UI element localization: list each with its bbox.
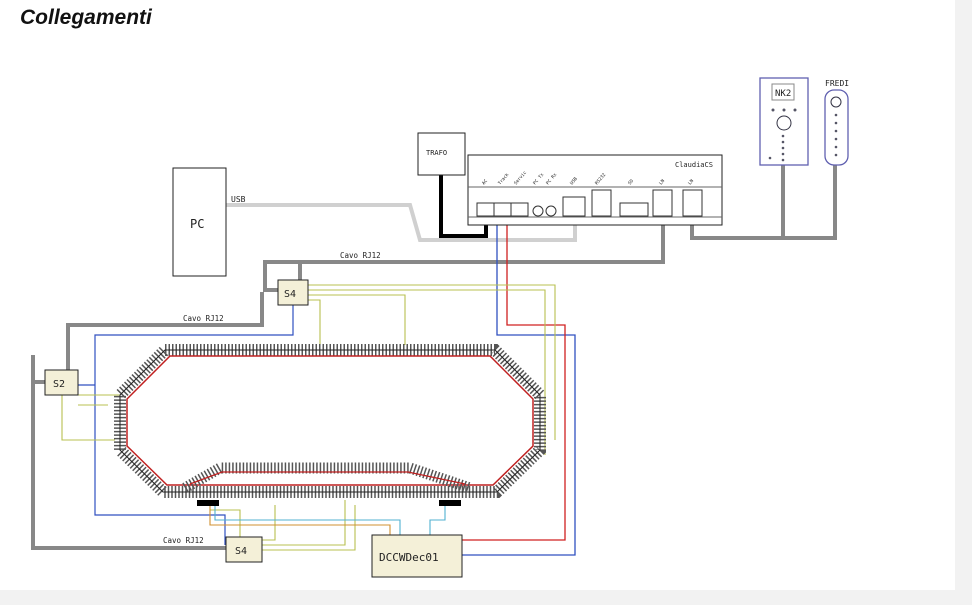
- track-loop: [114, 344, 546, 498]
- svg-text:LN: LN: [687, 178, 695, 186]
- nk2-throttle: NK2: [759, 77, 809, 166]
- s4-top-box: [277, 279, 309, 306]
- pc-label: PC: [190, 217, 204, 231]
- loconet-cable-left: [66, 292, 264, 372]
- cable-label-bottom: Cavo RJ12: [163, 536, 204, 545]
- svg-text:DCCWDec01: DCCWDec01: [379, 551, 439, 564]
- loconet-cable-top: [263, 212, 665, 292]
- pc-box: [172, 167, 227, 277]
- decoder-box: [371, 534, 463, 578]
- wiring-diagram: PC USB TRAFO ClaudiaCS AC Track Servic: [31, 77, 849, 578]
- document-page: Collegamenti: [0, 0, 955, 590]
- cable-label-left: Cavo RJ12: [183, 314, 224, 323]
- cable-label-top: Cavo RJ12: [340, 251, 381, 260]
- s4-bottom-box: [225, 536, 263, 563]
- svg-text:LN: LN: [658, 178, 666, 186]
- svg-text:USB: USB: [569, 176, 579, 186]
- fredi-label: FREDI: [825, 79, 849, 88]
- nk2-label: NK2: [775, 89, 791, 99]
- svg-text:S4: S4: [235, 546, 247, 557]
- isolator-right: [439, 500, 461, 506]
- usb-cable: [226, 203, 577, 242]
- page-title: Collegamenti: [20, 6, 152, 29]
- usb-label: USB: [231, 195, 246, 204]
- fredi-throttle: FREDI: [824, 79, 849, 166]
- svg-text:AC: AC: [481, 178, 489, 186]
- svg-text:S2: S2: [53, 379, 65, 390]
- svg-text:SD: SD: [627, 178, 635, 186]
- loconet-cable-bottom: [31, 355, 226, 550]
- trafo-box: [417, 132, 466, 176]
- central-label: ClaudiaCS: [675, 161, 713, 169]
- svg-text:S4: S4: [284, 289, 296, 300]
- isolator-left: [197, 500, 219, 506]
- trafo-label: TRAFO: [426, 149, 447, 157]
- central-unit: ClaudiaCS AC Track Servic PC Tx PC Rx US…: [467, 154, 723, 226]
- s2-box: [44, 369, 79, 396]
